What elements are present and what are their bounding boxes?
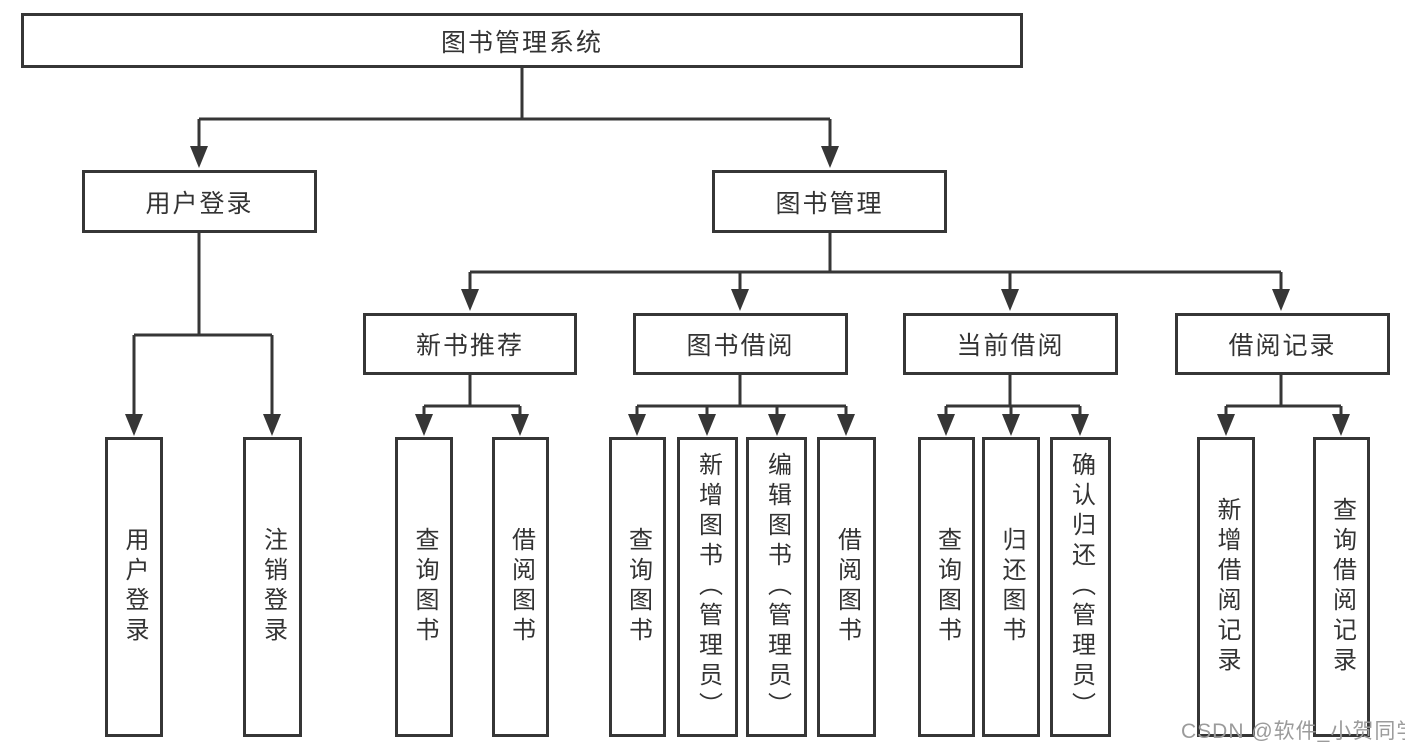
leaf-borrow-edit-admin: 编辑图书（管理员） — [746, 437, 807, 737]
leaf-current-return: 归还图书 — [982, 437, 1040, 737]
leaf-current-confirm-admin: 确认归还（管理员） — [1050, 437, 1111, 737]
leaf-borrow-book: 借阅图书 — [817, 437, 876, 737]
leaf-logout-label: 注销登录 — [259, 527, 287, 647]
leaf-borrow-query: 查询图书 — [609, 437, 666, 737]
leaf-borrow-query-label: 查询图书 — [624, 527, 652, 647]
leaf-borrow-book-label: 借阅图书 — [833, 527, 861, 647]
leaf-newbook-borrow: 借阅图书 — [492, 437, 549, 737]
leaf-borrow-add-admin-label: 新增图书（管理员） — [694, 452, 722, 722]
leaf-newbook-borrow-label: 借阅图书 — [507, 527, 535, 647]
node-new-book-recommend: 新书推荐 — [363, 313, 577, 375]
node-current-borrow: 当前借阅 — [903, 313, 1118, 375]
leaf-current-query: 查询图书 — [918, 437, 975, 737]
leaf-logout: 注销登录 — [243, 437, 302, 737]
leaf-current-confirm-admin-label: 确认归还（管理员） — [1067, 452, 1095, 722]
leaf-records-add: 新增借阅记录 — [1197, 437, 1255, 737]
node-book-management: 图书管理 — [712, 170, 947, 233]
leaf-user-login-label: 用户登录 — [121, 527, 148, 647]
leaf-current-query-label: 查询图书 — [933, 527, 961, 647]
leaf-newbook-query-label: 查询图书 — [411, 527, 438, 647]
node-user-login: 用户登录 — [82, 170, 317, 233]
node-root: 图书管理系统 — [21, 13, 1023, 68]
node-book-borrow: 图书借阅 — [633, 313, 848, 375]
leaf-borrow-add-admin: 新增图书（管理员） — [677, 437, 738, 737]
leaf-records-query-label: 查询借阅记录 — [1328, 497, 1356, 677]
leaf-records-add-label: 新增借阅记录 — [1213, 497, 1240, 677]
leaf-borrow-edit-admin-label: 编辑图书（管理员） — [763, 452, 791, 722]
leaf-current-return-label: 归还图书 — [998, 527, 1025, 647]
csdn-watermark: CSDN @软件_小贺同学 — [1181, 720, 1405, 743]
node-borrow-records: 借阅记录 — [1175, 313, 1390, 375]
leaf-user-login: 用户登录 — [105, 437, 163, 737]
leaf-records-query: 查询借阅记录 — [1313, 437, 1370, 737]
leaf-newbook-query: 查询图书 — [395, 437, 453, 737]
